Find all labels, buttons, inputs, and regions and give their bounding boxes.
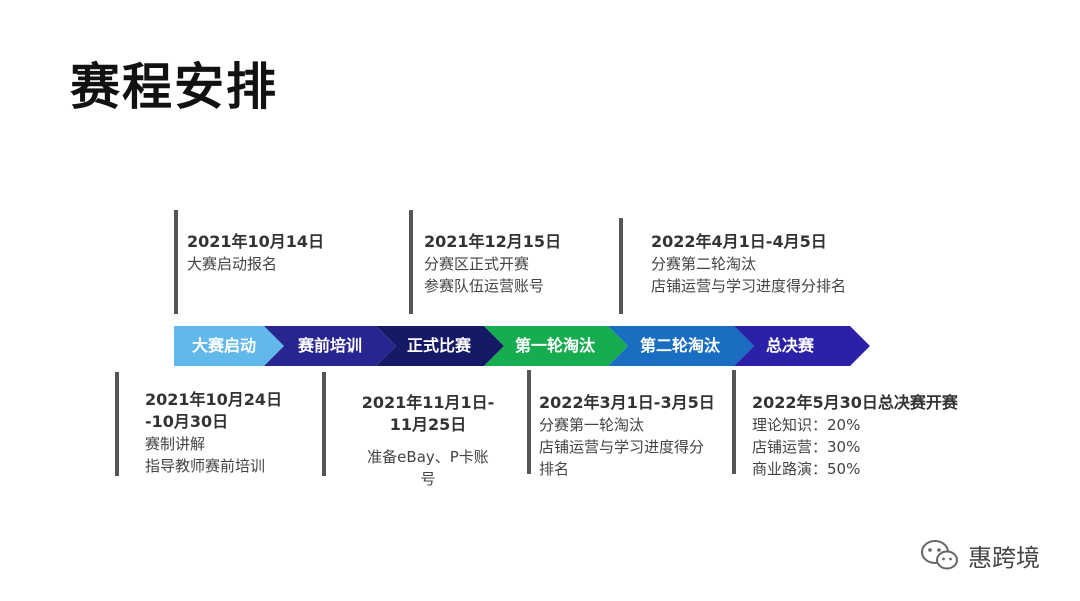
- stage-arrow-5: [608, 326, 754, 366]
- event-bottom-4: 2022年5月30日总决赛开赛 理论知识：20% 店铺运营：30% 商业路演：5…: [752, 392, 958, 480]
- event-desc: 商业路演：50%: [752, 460, 861, 478]
- stage-label: 正式比赛: [406, 336, 471, 355]
- event-date: 2022年4月1日-4月5日: [651, 232, 827, 251]
- timeline-marker: [619, 218, 623, 314]
- event-desc: 分赛第二轮淘汰: [651, 255, 757, 273]
- event-date: 2022年5月30日总决赛开赛: [752, 393, 958, 412]
- stage-label: 总决赛: [765, 336, 814, 355]
- event-top-3: 2022年4月1日-4月5日 分赛第二轮淘汰 店铺运营与学习进度得分排名: [651, 231, 846, 297]
- event-desc: 店铺运营与学习进度得分排名: [651, 277, 847, 295]
- event-date: 2021年10月24日: [145, 390, 283, 409]
- event-desc: 分赛第一轮淘汰: [539, 416, 645, 434]
- event-date: -10月30日: [145, 412, 229, 431]
- stage-label: 赛前培训: [297, 336, 362, 355]
- event-desc: 号: [420, 470, 436, 488]
- stage-label: 第一轮淘汰: [514, 336, 595, 355]
- event-desc: 准备eBay、P卡账: [367, 448, 489, 466]
- stage-bar: 大赛启动 赛前培训 正式比赛 第一轮淘汰 第二轮淘汰 总决赛: [174, 326, 874, 366]
- event-desc: 大赛启动报名: [187, 255, 278, 273]
- timeline-marker: [409, 210, 413, 314]
- event-desc: 理论知识：20%: [752, 416, 861, 434]
- event-date: 2021年11月1日-: [361, 393, 495, 412]
- timeline-marker: [174, 210, 178, 314]
- event-date: 2021年12月15日: [424, 232, 562, 251]
- stage-arrow-3: [376, 326, 504, 366]
- event-date: 11月25日: [389, 415, 467, 434]
- timeline-marker: [322, 372, 326, 476]
- event-date: 2021年10月14日: [187, 232, 325, 251]
- event-desc: 店铺运营与学习进度得分: [539, 438, 705, 456]
- stage-bar-graphic: [174, 326, 870, 366]
- event-desc: 店铺运营：30%: [752, 438, 861, 456]
- event-bottom-2: 2021年11月1日- 11月25日 准备eBay、P卡账 号: [344, 392, 512, 490]
- stage-label: 第二轮淘汰: [639, 336, 720, 355]
- event-top-2: 2021年12月15日 分赛区正式开赛 参赛队伍运营账号: [424, 231, 561, 297]
- event-desc: 参赛队伍运营账号: [424, 277, 545, 295]
- stage-arrow-2: [264, 326, 396, 366]
- event-desc: 赛制讲解: [145, 435, 206, 453]
- timeline-marker: [732, 370, 736, 474]
- event-desc: 分赛区正式开赛: [424, 255, 530, 273]
- event-bottom-3: 2022年3月1日-3月5日 分赛第一轮淘汰 店铺运营与学习进度得分 排名: [539, 392, 715, 480]
- event-desc: 排名: [539, 460, 570, 478]
- event-desc: 指导教师赛前培训: [145, 457, 266, 475]
- stage-arrow-4: [484, 326, 628, 366]
- page-title: 赛程安排: [70, 58, 278, 116]
- watermark-text: 惠跨境: [968, 543, 1040, 572]
- timeline-marker: [115, 372, 119, 476]
- event-date: 2022年3月1日-3月5日: [539, 393, 715, 412]
- event-bottom-1: 2021年10月24日 -10月30日 赛制讲解 指导教师赛前培训: [145, 389, 282, 477]
- stage-label: 大赛启动: [191, 336, 256, 355]
- timeline-marker: [527, 370, 531, 474]
- watermark: 惠跨境: [920, 535, 1040, 575]
- wechat-icon: [921, 540, 958, 570]
- stage-arrow-6: [734, 326, 870, 366]
- stage-arrow-1: [174, 326, 284, 366]
- event-top-1: 2021年10月14日 大赛启动报名: [187, 231, 324, 275]
